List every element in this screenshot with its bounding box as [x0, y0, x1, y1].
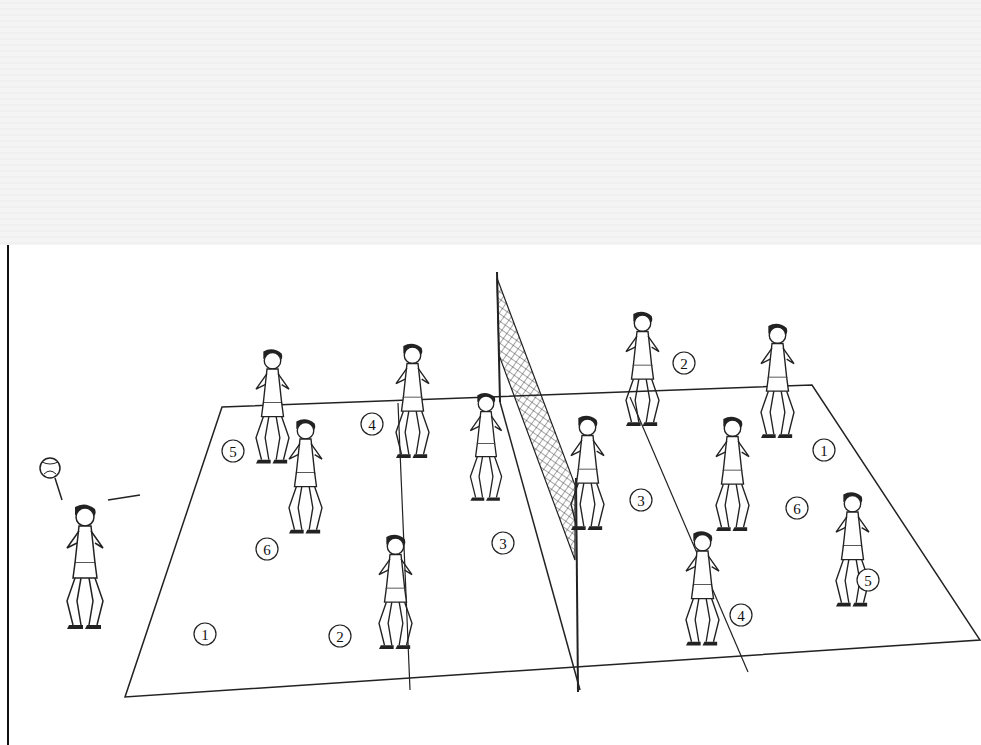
callout-number: 1	[201, 628, 209, 643]
callout-number: 5	[864, 574, 872, 589]
callout-number: 2	[680, 357, 688, 372]
callout-number: 3	[499, 537, 507, 552]
callout-number: 4	[368, 418, 376, 433]
callout-number: 2	[336, 630, 344, 645]
callout-number: 5	[229, 445, 237, 460]
callout-number: 6	[793, 502, 801, 517]
callout-number: 4	[737, 609, 745, 624]
callout-number: 1	[820, 444, 828, 459]
callout-number: 3	[637, 494, 645, 509]
callout-number: 6	[263, 543, 271, 558]
